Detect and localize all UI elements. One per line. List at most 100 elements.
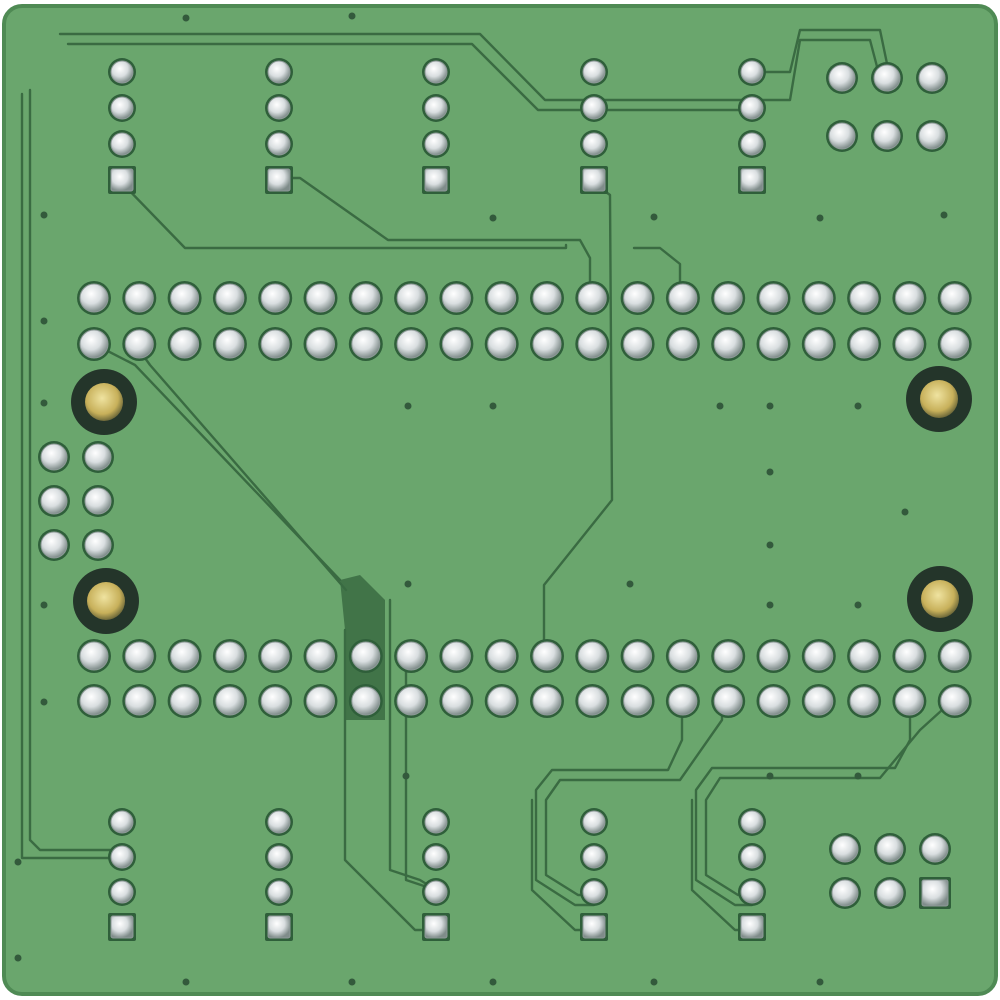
trace: [120, 181, 568, 250]
via: [626, 580, 634, 588]
header-top-pad: [422, 58, 450, 86]
header-top-pad: [108, 94, 136, 122]
long-header-pad: [484, 327, 519, 361]
header-bottom-pad: [108, 808, 136, 836]
pad-metal: [441, 283, 471, 313]
header-top-pad: [738, 130, 766, 158]
small-grid-pad: [874, 877, 906, 909]
pad-metal: [582, 60, 606, 84]
pad-metal: [740, 915, 764, 939]
long-header-pad: [711, 281, 746, 315]
pad-metal: [424, 880, 448, 904]
long-header-pad: [394, 281, 429, 315]
via: [404, 580, 412, 588]
via: [402, 772, 410, 780]
pad-metal: [306, 686, 335, 716]
long-header-pad: [665, 639, 700, 673]
header-top-square-pad: [580, 166, 608, 194]
long-header-pad: [801, 684, 836, 718]
pad-metal: [267, 810, 291, 834]
long-header-pad: [711, 327, 746, 361]
pad-metal: [267, 880, 291, 904]
via: [489, 402, 497, 410]
trace: [277, 176, 592, 300]
pad-metal: [267, 845, 291, 869]
pad-metal: [849, 641, 879, 671]
trace: [28, 88, 124, 852]
via: [40, 698, 48, 706]
pad-metal: [713, 686, 743, 716]
pad-metal: [79, 329, 109, 359]
pad-metal: [582, 880, 606, 904]
header-bottom-pad: [265, 878, 293, 906]
long-header-pad: [394, 327, 429, 361]
via: [348, 12, 356, 20]
pad-metal: [170, 686, 200, 716]
header-bottom-pad: [422, 808, 450, 836]
pad-metal: [849, 329, 879, 359]
header-bottom-pad: [738, 878, 766, 906]
long-header-pad: [348, 327, 383, 361]
pad-metal: [441, 686, 471, 716]
long-header-pad: [348, 639, 383, 673]
header-bottom-pad: [738, 843, 766, 871]
via: [489, 978, 497, 986]
header-bottom-pad: [422, 878, 450, 906]
pad-metal: [487, 686, 517, 716]
via: [650, 213, 658, 221]
trace: [750, 28, 892, 80]
pad-metal: [532, 283, 562, 313]
trace: [750, 38, 882, 102]
pad-metal: [623, 329, 653, 359]
via: [40, 399, 48, 407]
via: [766, 541, 774, 549]
header-top-pad: [580, 94, 608, 122]
mounting-hole: [71, 369, 137, 435]
header-top-pad: [265, 58, 293, 86]
long-header-pad: [258, 684, 293, 718]
long-header-pad: [122, 639, 157, 673]
pad-metal: [713, 329, 743, 359]
long-header-pad: [801, 281, 836, 315]
hole-gold: [85, 383, 123, 421]
long-header-pad: [847, 327, 882, 361]
pad-metal: [849, 686, 879, 716]
via: [40, 601, 48, 609]
long-header-pad: [122, 281, 157, 315]
pad-metal: [424, 845, 448, 869]
header-top-square-pad: [108, 166, 136, 194]
pad-metal: [396, 641, 426, 671]
long-header-pad: [530, 684, 564, 718]
pad-metal: [424, 810, 448, 834]
pad-metal: [532, 329, 562, 359]
long-header-pad: [620, 639, 655, 673]
long-header-pad: [212, 684, 247, 718]
pad-metal: [110, 810, 134, 834]
long-header-pad: [122, 327, 157, 361]
via: [766, 601, 774, 609]
long-header-pad: [77, 639, 111, 673]
via: [348, 978, 356, 986]
header-top-pad: [265, 130, 293, 158]
small-grid-pad: [38, 529, 70, 561]
pad-metal: [124, 283, 154, 313]
header-bottom-square-pad: [108, 913, 136, 941]
pad-metal: [740, 810, 764, 834]
header-bottom-pad: [108, 878, 136, 906]
via: [940, 211, 948, 219]
pad-metal: [267, 915, 291, 939]
pad-metal: [351, 641, 381, 671]
pad-metal: [267, 168, 291, 192]
pad-metal: [828, 64, 856, 92]
long-header-pad: [892, 639, 927, 673]
long-header-pad: [484, 281, 519, 315]
long-header-pad: [258, 639, 293, 673]
header-top-pad: [108, 130, 136, 158]
via: [182, 978, 190, 986]
small-grid-square-pad: [919, 877, 951, 909]
pad-metal: [940, 329, 970, 359]
pad-metal: [740, 132, 764, 156]
pad-metal: [582, 915, 606, 939]
pad-metal: [79, 283, 109, 313]
